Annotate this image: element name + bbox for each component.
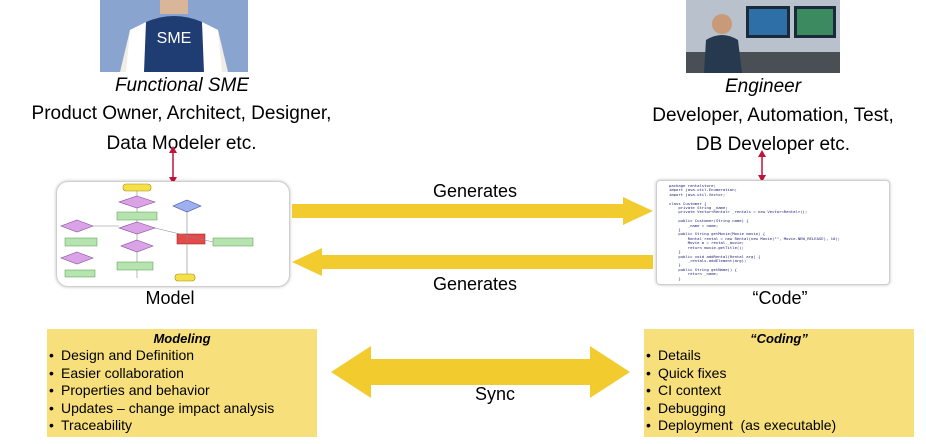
coding-item: CI context: [644, 382, 914, 400]
code-image: package rentalstore;import java.util.Enu…: [656, 180, 890, 285]
code-line: }: [669, 249, 681, 255]
code-line: import java.util.Vector;: [669, 191, 726, 197]
code-line: public void addRental(Rental arg) {: [669, 253, 761, 259]
code-line: public String getName() {: [669, 266, 737, 272]
code-listing: package rentalstore;import java.util.Enu…: [657, 181, 889, 281]
code-line: private String _name;: [669, 205, 728, 211]
engineer-photo: [686, 0, 840, 73]
sme-shirt-text: SME: [156, 30, 192, 47]
code-line: }: [669, 227, 681, 233]
flowchart-illustration: [60, 183, 254, 282]
sme-photo: SME: [100, 0, 248, 72]
code-line: public Customer(String name) {: [669, 218, 749, 224]
sme-roles-line1: Product Owner, Architect, Designer,: [31, 103, 332, 124]
coding-title: “Coding”: [750, 331, 808, 346]
coding-item: Debugging: [644, 400, 914, 418]
engineer-title: Engineer: [724, 76, 802, 97]
sme-roles-line2: Data Modeler etc.: [106, 133, 257, 154]
code-line: return movie.getTitle();: [669, 244, 744, 250]
code-line: public String getMovie(Movie movie) {: [669, 231, 766, 237]
generates-forward-arrow: [292, 197, 653, 225]
modeling-item: Updates – change impact analysis: [47, 400, 317, 418]
code-line: import java.util.Enumeration;: [669, 187, 737, 193]
code-line: Movie m = rental._movie;: [669, 240, 744, 246]
code-label: “Code”: [752, 288, 808, 308]
code-line: class Customer {: [669, 200, 707, 206]
model-flowchart-image: [56, 181, 290, 287]
modeling-box: Modeling Design and Definition Easier co…: [47, 329, 317, 437]
engineer-code-connector: [758, 150, 766, 182]
code-line: package rentalstore;: [669, 183, 716, 188]
modeling-item: Traceability: [47, 417, 317, 435]
coding-item: Deployment (as executable): [644, 417, 914, 435]
modeling-title: Modeling: [153, 331, 211, 346]
functional-sme-title: Functional SME: [114, 75, 250, 96]
code-line: return _name;: [669, 271, 719, 277]
coding-box: “Coding” Details Quick fixes CI context …: [644, 329, 914, 437]
engineer-illustration: [686, 0, 840, 73]
code-line: private Vector<Rental> _rentals = new Ve…: [669, 209, 808, 215]
coding-item: Details: [644, 347, 914, 365]
engineer-roles-line2: DB Developer etc.: [695, 134, 851, 155]
model-label: Model: [145, 288, 195, 308]
coding-item: Quick fixes: [644, 365, 914, 383]
modeling-item: Properties and behavior: [47, 382, 317, 400]
engineer-roles-line1: Developer, Automation, Test,: [652, 105, 894, 126]
code-line: _rentals.addElement(arg);: [669, 257, 747, 263]
sme-person-illustration: [100, 0, 248, 72]
modeling-item: Easier collaboration: [47, 365, 317, 383]
sync-arrow: [331, 346, 630, 398]
modeling-item: Design and Definition: [47, 347, 317, 365]
coding-list: Details Quick fixes CI context Debugging…: [644, 347, 914, 435]
modeling-list: Design and Definition Easier collaborati…: [47, 347, 317, 435]
generates-forward-label: Generates: [432, 181, 518, 201]
code-line: }: [669, 262, 681, 268]
sync-label: Sync: [474, 384, 516, 404]
generates-back-arrow: [292, 248, 653, 276]
code-line: _name = name;: [669, 222, 719, 228]
generates-back-label: Generates: [432, 274, 518, 294]
code-line: }: [669, 275, 681, 281]
code-line: Rental rental = new Rental(new Movie("",…: [669, 235, 840, 241]
sme-model-connector: [169, 146, 177, 184]
